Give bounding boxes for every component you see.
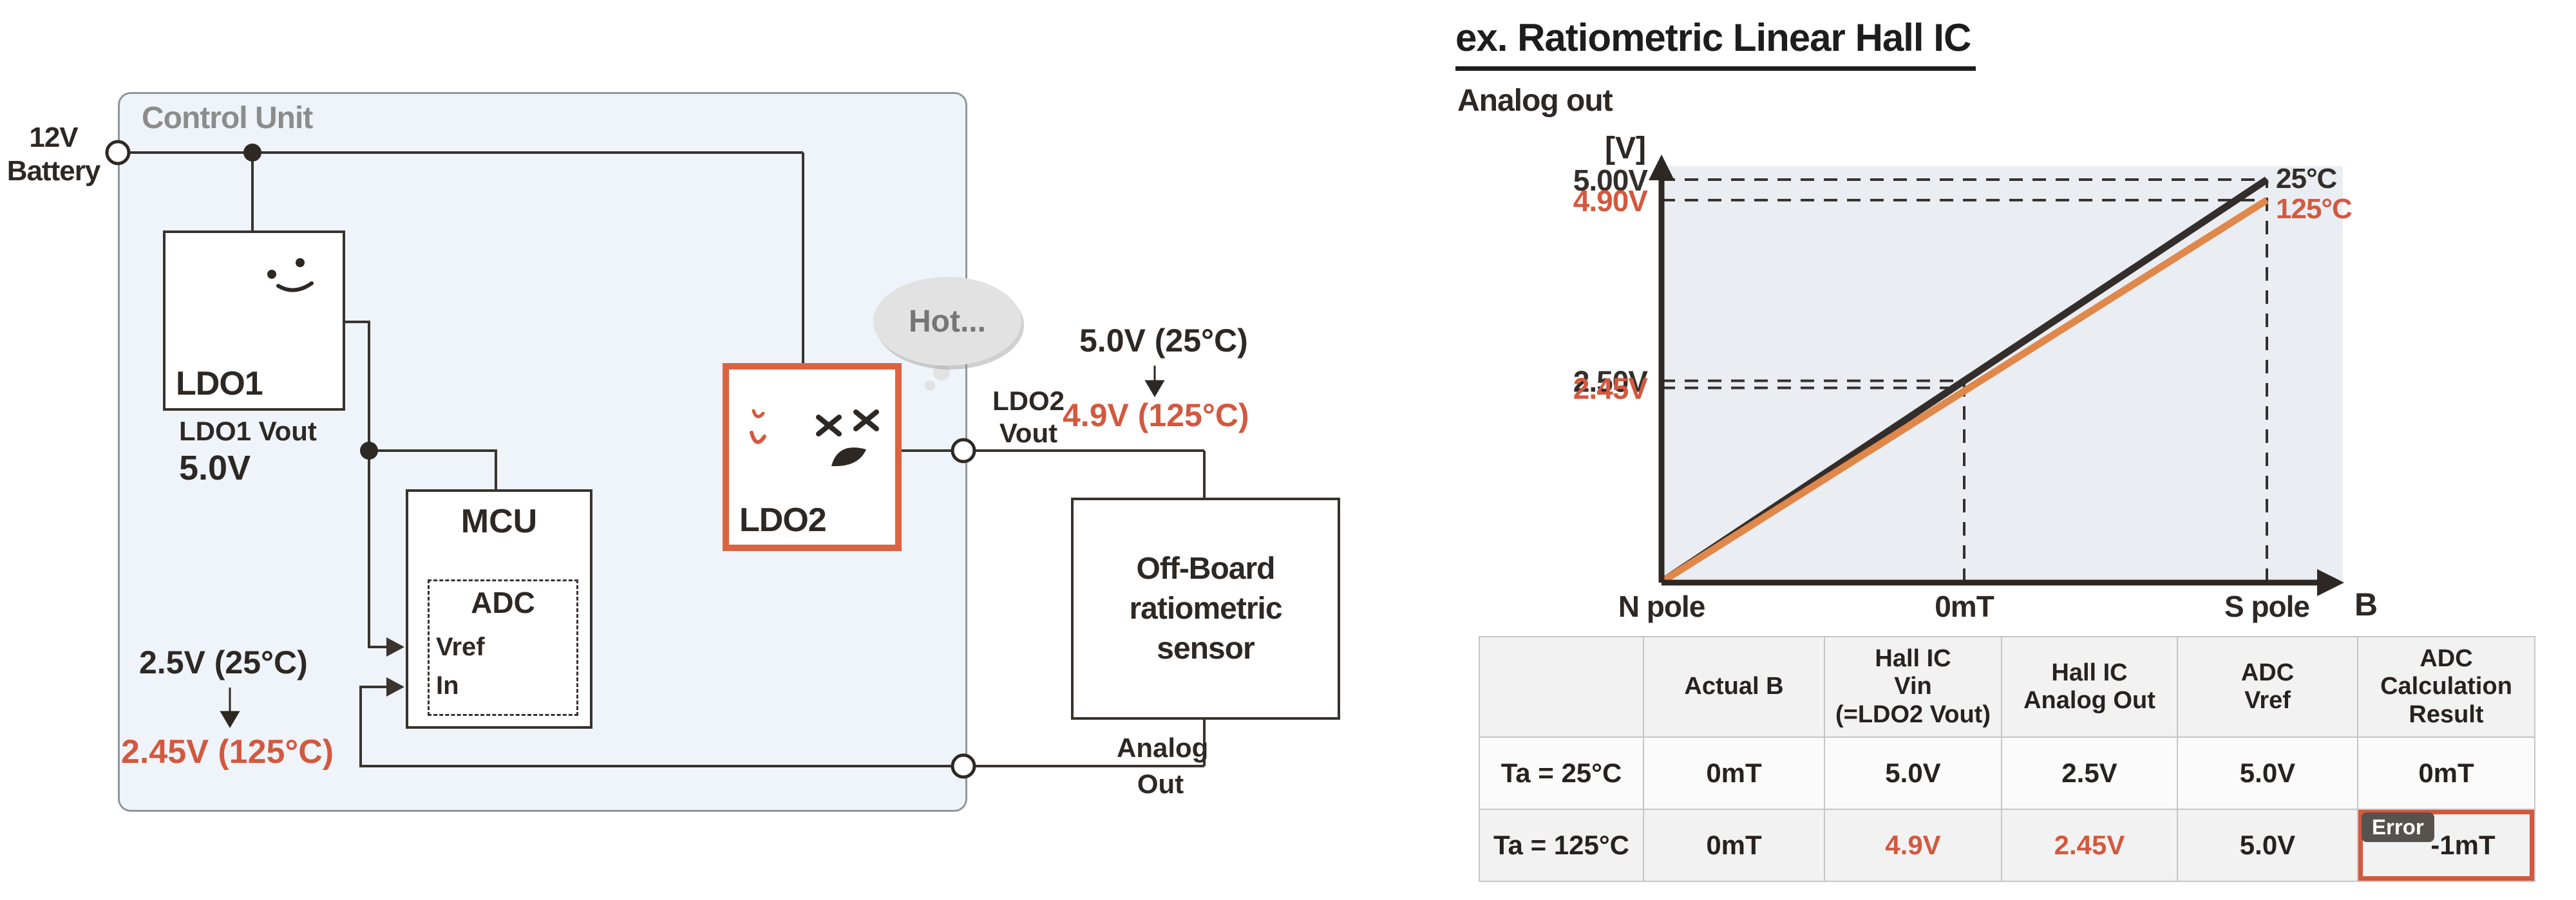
x-tick-N pole: N pole	[1618, 590, 1705, 623]
table-cell: Error-1mT	[2357, 809, 2535, 882]
wire-ldo2-vout	[889, 449, 1206, 498]
adc-vref-value-125c: 2.45V (125°C)	[121, 733, 334, 771]
column-header-3: Hall IC Analog Out	[2001, 636, 2178, 738]
annotation-arrows	[220, 366, 1165, 728]
analog-out-label-line1: Analog	[1117, 733, 1209, 763]
y-guide-label-2.50V: 2.50V	[1573, 365, 1649, 398]
analog-out-terminal	[951, 753, 976, 779]
arrow-head-icon	[1144, 380, 1165, 397]
ldo1-label: LDO1	[176, 365, 263, 402]
column-header-1: Actual B	[1643, 636, 1825, 738]
table-cell: 4.9V	[1824, 809, 2002, 882]
table-cell: 0mT	[1643, 809, 1825, 882]
column-header-2: Hall IC Vin (=LDO2 Vout)	[1824, 636, 2002, 738]
column-header-4: ADC Vref	[2177, 636, 2358, 738]
smiley-face-icon	[267, 258, 314, 292]
junction-dot	[360, 442, 378, 460]
mcu-label: MCU	[460, 503, 538, 540]
table-cell: 0mT	[1643, 736, 1825, 810]
battery-label: 12V Battery	[1, 121, 106, 188]
column-header-empty	[1479, 636, 1644, 738]
bubble-tail-icon	[933, 364, 950, 380]
wires	[118, 151, 1206, 767]
table-cell: 5.0V	[1824, 736, 2002, 810]
x-tick-S pole: S pole	[2224, 590, 2309, 623]
steam-icon	[750, 409, 766, 444]
x-axis-arrow-icon	[2317, 569, 2344, 596]
battery-label-line2: Battery	[6, 155, 101, 187]
wire-analog-return	[359, 686, 1206, 767]
y-guide-label-2.45V: 2.45V	[1573, 371, 1649, 405]
wire-12v-supply	[118, 151, 804, 363]
in-arrow-icon	[386, 677, 404, 697]
wire-ldo1-vout	[340, 321, 389, 648]
junction-dot	[243, 144, 261, 162]
battery-label-line1: 12V	[29, 122, 78, 153]
ldo1-block: LDO1	[163, 230, 345, 411]
y-axis-arrow-icon	[1649, 155, 1674, 180]
series-label-25°C: 25°C	[2276, 163, 2337, 194]
ldo2-label: LDO2	[739, 502, 827, 539]
table-cell: 5.0V	[2177, 809, 2358, 882]
vref-arrow-icon	[386, 637, 404, 657]
cell-value: -1mT	[2430, 830, 2496, 860]
x-axis-label: B	[2354, 586, 2378, 623]
panel-title: ex. Ratiometric Linear Hall IC	[1455, 15, 1976, 71]
column-header-5: ADC Calculation Result	[2357, 636, 2535, 738]
sensor-label-line3: sensor	[1157, 631, 1255, 666]
ldo1-vout-value: 5.0V	[179, 449, 251, 487]
ldo2-block: LDO2	[723, 363, 902, 551]
y-guide-label-5.00V: 5.00V	[1573, 164, 1649, 197]
wire-ldo1-to-mcu	[369, 449, 497, 489]
series-line-125°C	[1660, 197, 2269, 585]
ldo2-vout-label-line1: LDO2	[992, 386, 1065, 416]
adc-in-label: In	[436, 671, 459, 700]
ldo1-vout-label: LDO1 Vout	[179, 416, 317, 446]
bubble-tail-icon	[925, 380, 935, 391]
adc-label: ADC	[471, 586, 535, 619]
y-guide-label-4.90V: 4.90V	[1573, 184, 1649, 218]
mcu-block: MCU ADC Vref In	[406, 489, 592, 729]
battery-terminal	[105, 140, 131, 165]
analog-out-label-line2: Out	[1137, 769, 1184, 799]
adc-vref-label: Vref	[436, 633, 485, 661]
table-cell: 2.5V	[2001, 736, 2178, 810]
adc-block: ADC Vref In	[428, 579, 578, 716]
sensor-label-line1: Off-Board	[1136, 551, 1276, 586]
y-axis-label: Analog out	[1457, 84, 1613, 118]
ldo2-vout-value-25c: 5.0V (25°C)	[1079, 323, 1248, 359]
ldo2-vout-value-125c: 4.9V (125°C)	[1063, 397, 1249, 433]
table-cell: 5.0V	[2177, 736, 2358, 810]
error-badge: Error	[2362, 812, 2434, 842]
sensor-label-line2: ratiometric	[1129, 591, 1282, 626]
x-tick-0mT: 0mT	[1935, 590, 1994, 623]
hot-speech-bubble: Hot...	[873, 277, 1021, 366]
table-cell: 0mT	[2357, 736, 2535, 810]
ldo2-vout-label-line2: Vout	[999, 418, 1058, 448]
ldo2-vout-terminal	[951, 438, 976, 464]
row-header: Ta = 25°C	[1479, 736, 1644, 810]
offboard-sensor-block: Off-Board ratiometric sensor	[1071, 498, 1340, 720]
control-unit-label: Control Unit	[142, 101, 313, 135]
row-header: Ta = 125°C	[1479, 809, 1644, 882]
table-cell: 2.45V	[2001, 809, 2178, 882]
ldo2-vout-label: LDO2 Vout	[987, 385, 1070, 449]
hot-bubble-text: Hot...	[909, 304, 986, 339]
dead-face-icon	[816, 409, 879, 467]
series-label-125°C: 125°C	[2276, 193, 2352, 225]
adc-vref-value-25c: 2.5V (25°C)	[139, 644, 308, 680]
arrow-head-icon	[220, 711, 240, 728]
y-axis-unit: [V]	[1605, 131, 1646, 165]
